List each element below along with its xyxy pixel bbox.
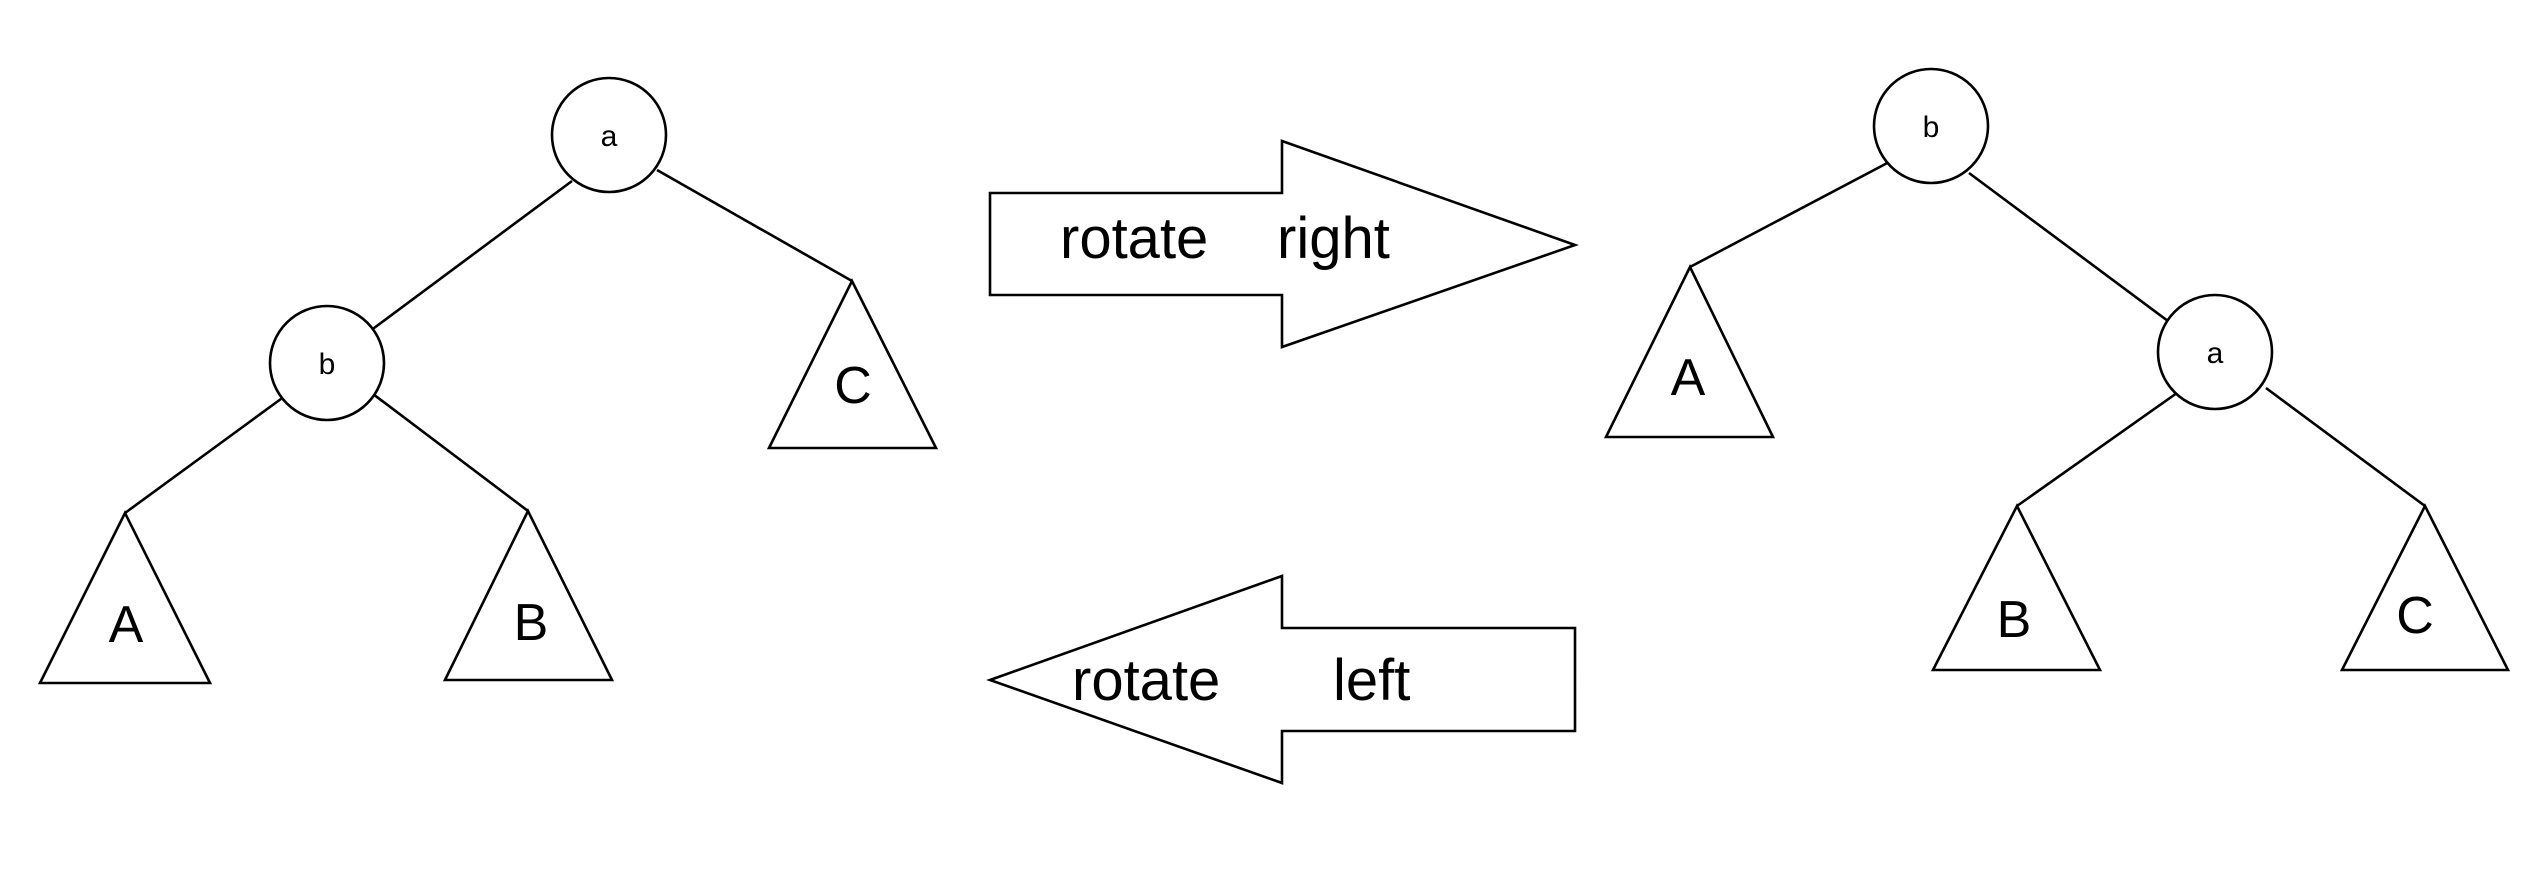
rotate-left-arrow: rotate left [986,574,1577,785]
left-root-node-a [550,76,668,194]
left-edge-b-to-a-subtree [124,394,286,515]
left-subtree-a [37,510,213,685]
right-edge-b-to-a-subtree [1689,158,1894,269]
right-subtree-a [1603,264,1776,439]
rotate-left-word-2: left [1333,648,1410,713]
left-edge-a-to-b [369,179,573,333]
left-tree: a b A B C [37,76,939,685]
left-subtree-b [442,508,615,682]
right-root-node-label: b [1923,111,1940,144]
right-subtree-c-label: C [2396,587,2434,645]
right-edge-a-to-b-subtree [2016,386,2185,508]
rotate-left-arrow-shape [986,574,1577,785]
right-subtree-b [1930,503,2103,672]
rotate-left-word-1: rotate [1072,648,1220,713]
left-child-node-b [268,304,386,422]
left-subtree-c [766,278,939,450]
right-subtree-b-label: B [1997,591,2032,649]
right-edge-a-to-c-subtree [2265,386,2426,508]
rotate-right-arrow-shape [988,139,1579,349]
left-subtree-b-label: B [514,594,549,652]
rotate-right-word-1: rotate [1060,206,1208,271]
left-subtree-c-label: C [834,357,872,415]
left-subtree-a-label: A [109,596,144,654]
right-subtree-c [2339,503,2511,672]
left-root-node-label: a [601,120,618,153]
right-root-node-b [1872,67,1990,185]
rotate-right-arrow: rotate right [988,139,1579,349]
right-child-node-a [2156,293,2274,411]
right-edge-b-to-a [1968,171,2173,326]
right-child-node-label: a [2207,337,2224,370]
left-edge-a-to-c [656,168,853,283]
left-edge-b-to-b-subtree [368,389,529,513]
rotate-right-word-2: right [1277,206,1390,271]
left-child-node-label: b [319,348,336,381]
right-subtree-a-label: A [1671,349,1706,407]
right-tree: b a A B C [1603,67,2511,672]
